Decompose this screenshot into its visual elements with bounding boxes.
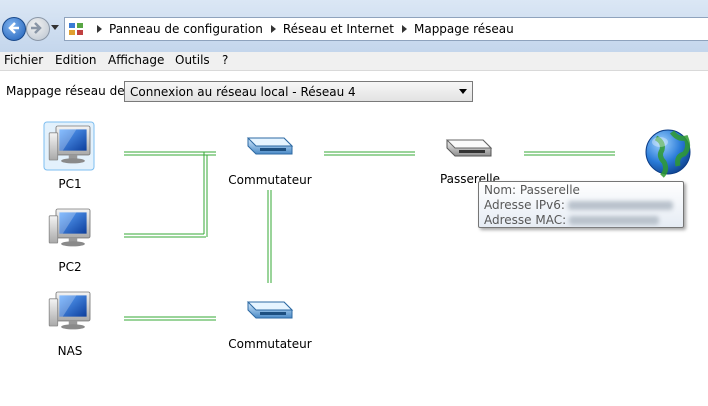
pc1-label[interactable]: PC1	[58, 177, 82, 191]
breadcrumb-control-panel[interactable]: Panneau de configuration	[109, 22, 263, 36]
switch1-label[interactable]: Commutateur	[228, 173, 312, 187]
breadcrumb-network-map[interactable]: Mappage réseau	[413, 22, 514, 36]
switch2-label[interactable]: Commutateur	[228, 337, 312, 351]
switch1-icon	[247, 137, 293, 155]
back-button[interactable]	[2, 17, 26, 41]
tooltip-ipv6-label: Adresse IPv6:	[484, 198, 565, 212]
network-select[interactable]: Connexion au réseau local - Réseau 4	[124, 81, 473, 102]
history-dropdown-icon[interactable]	[51, 25, 59, 30]
menu-bar: Fichier Edition Affichage Outils ?	[0, 52, 708, 71]
chevron-right-icon	[97, 25, 102, 33]
tooltip-name: Nom: Passerelle	[484, 183, 580, 197]
redacted-ipv6-value	[567, 201, 673, 210]
menu-view[interactable]: Affichage	[108, 53, 165, 67]
tooltip-mac-label: Adresse MAC:	[484, 213, 567, 227]
network-links	[124, 151, 615, 321]
gateway-tooltip: Nom: Passerelle Adresse IPv6: Adresse MA…	[478, 181, 684, 228]
arrow-left-icon	[8, 22, 19, 34]
pc2-label[interactable]: PC2	[58, 260, 82, 274]
forward-button[interactable]	[26, 17, 50, 41]
network-select-value: Connexion au réseau local - Réseau 4	[130, 85, 356, 99]
switch2-icon	[247, 301, 293, 319]
internet-globe-icon	[645, 129, 691, 178]
control-panel-icon	[69, 23, 83, 35]
chevron-down-icon	[459, 89, 467, 94]
breadcrumb-network-internet[interactable]: Réseau et Internet	[282, 22, 394, 36]
menu-file[interactable]: Fichier	[4, 53, 44, 67]
gateway-router-icon	[446, 139, 492, 157]
address-bar: Panneau de configuration Réseau et Inter…	[0, 0, 708, 52]
nas-label[interactable]: NAS	[57, 344, 83, 358]
menu-help[interactable]: ?	[222, 53, 229, 67]
arrow-right-icon	[31, 22, 42, 34]
breadcrumb[interactable]: Panneau de configuration Réseau et Inter…	[64, 17, 708, 41]
nas-computer-icon	[48, 291, 91, 330]
menu-tools[interactable]: Outils	[175, 53, 210, 67]
menu-edit[interactable]: Edition	[55, 53, 97, 67]
chevron-right-icon	[401, 25, 407, 33]
chevron-right-icon	[270, 25, 276, 33]
network-selector-label: Mappage réseau de	[6, 84, 125, 98]
pc2-computer-icon	[48, 208, 91, 247]
redacted-mac-value	[569, 216, 660, 225]
